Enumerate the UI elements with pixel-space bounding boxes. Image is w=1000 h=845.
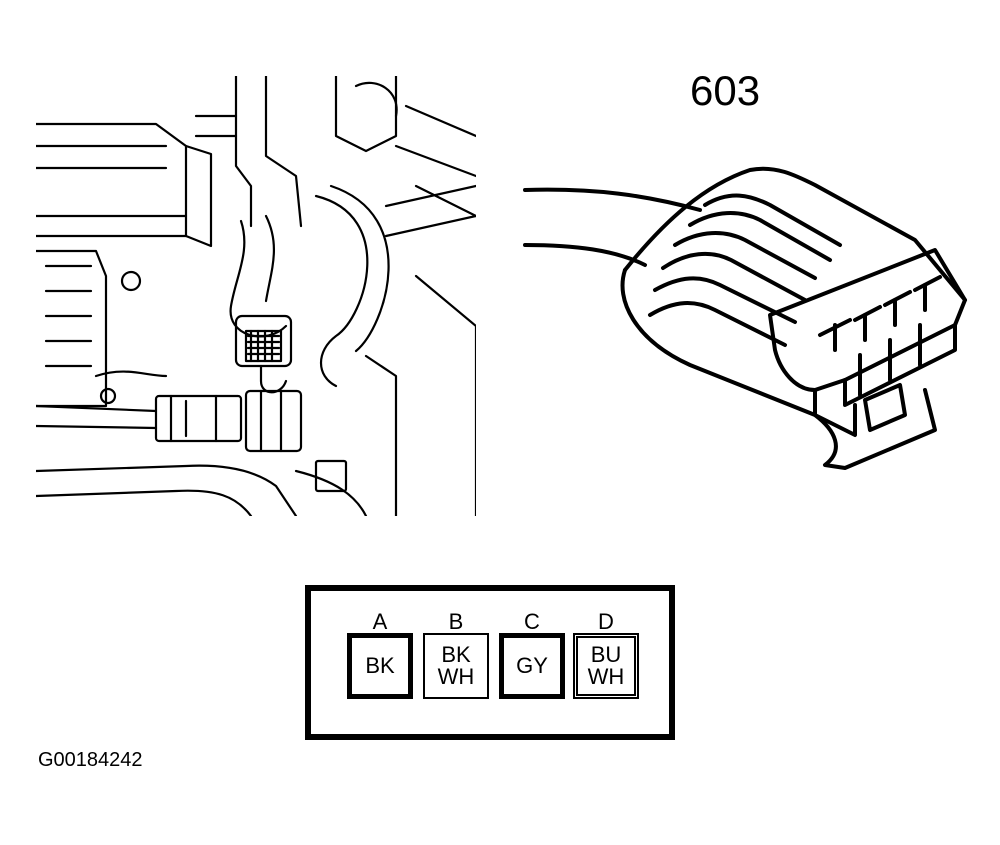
connector-icon	[523, 166, 967, 470]
pin-letter-a: A	[372, 609, 388, 634]
connector-illustration	[523, 166, 967, 470]
pin-c-box: GY	[499, 633, 565, 699]
part-number-label: 603	[690, 67, 761, 114]
pin-letter-c: C	[524, 609, 540, 634]
pin-a-color: BK	[365, 653, 395, 678]
pin-b-color-2: WH	[437, 664, 475, 689]
pin-c-color: GY	[516, 653, 548, 678]
pin-d-color-2: WH	[587, 664, 625, 689]
pin-d-box: BU WH	[573, 633, 639, 699]
pin-d-color-1: BU	[590, 642, 622, 667]
engine-bay-icon	[36, 76, 476, 516]
figure-id: G00184242	[38, 749, 143, 771]
engine-bay-illustration	[36, 76, 476, 516]
pin-b-color-1: BK	[441, 642, 471, 667]
pin-a-box: BK	[347, 633, 413, 699]
pin-letter-d: D	[598, 609, 614, 634]
connector-pinout: A BK B BK WH C GY D BU WH	[305, 585, 675, 740]
pin-letter-b: B	[448, 609, 464, 634]
pin-b-box: BK WH	[423, 633, 489, 699]
